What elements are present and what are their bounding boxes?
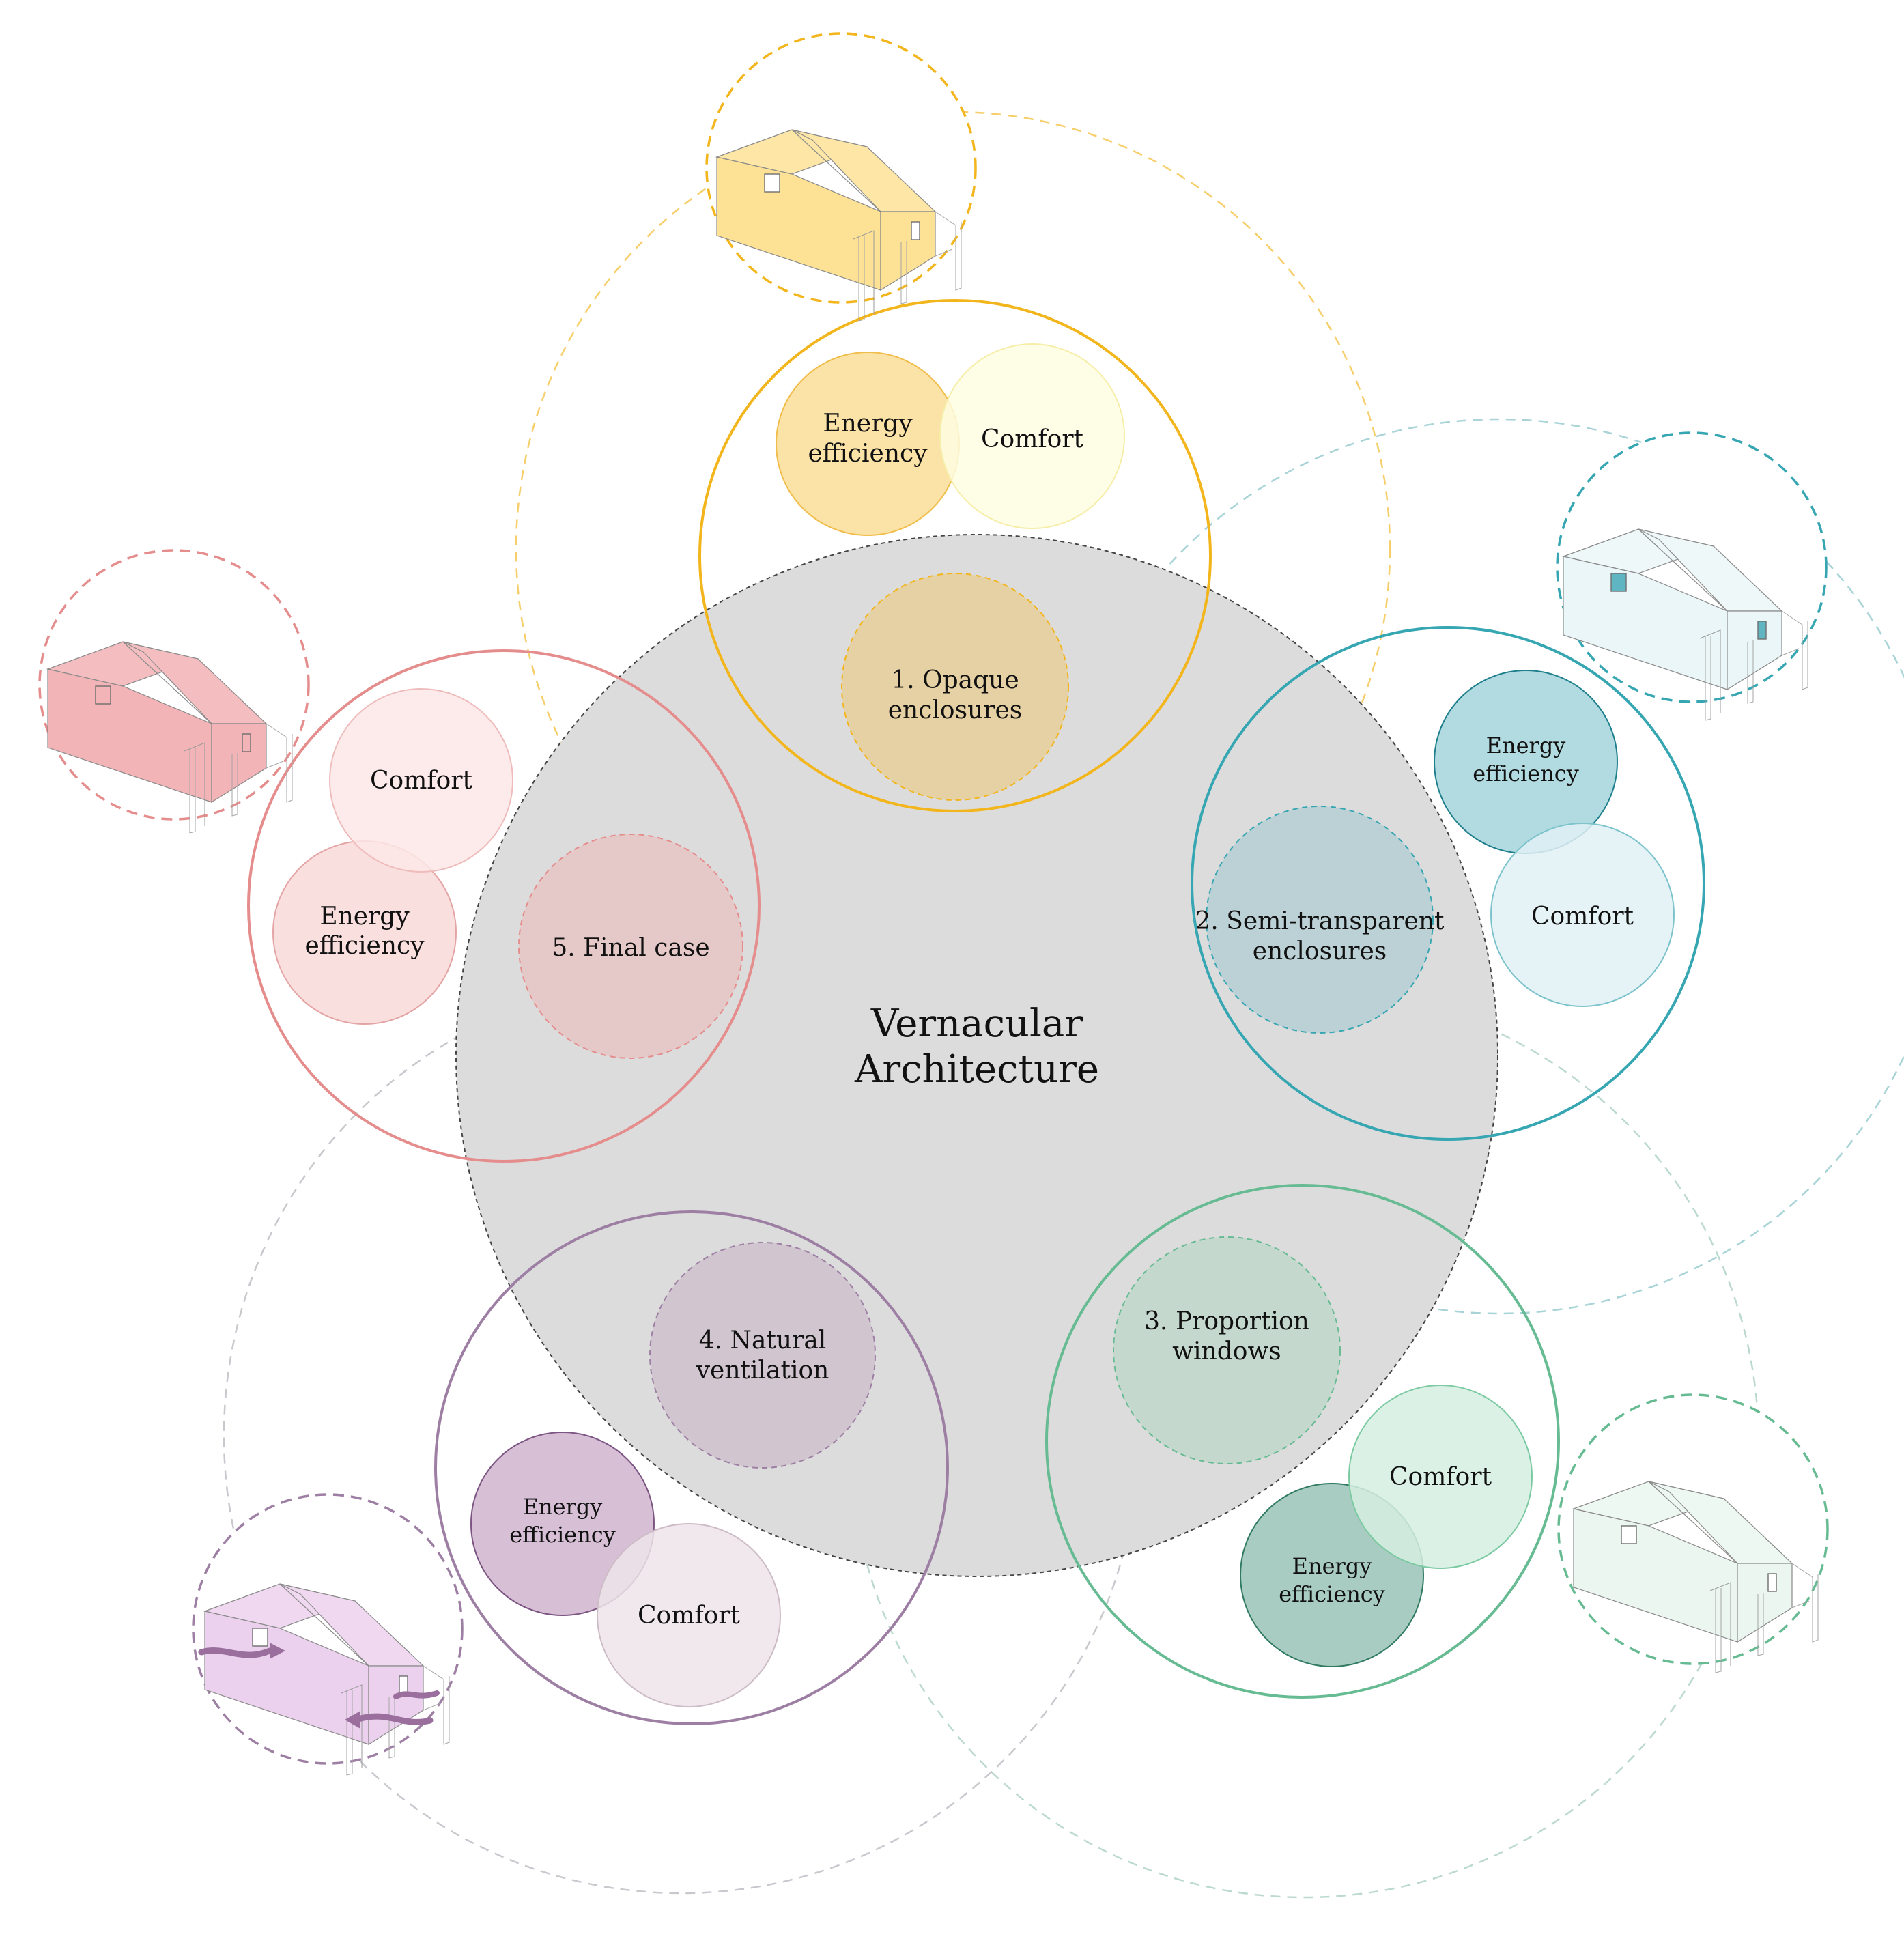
airflow-arrow [198, 1647, 273, 1658]
topic-circle [649, 1242, 876, 1469]
house-icon [1561, 528, 1808, 721]
center-title-line-2: Architecture [854, 1047, 1099, 1092]
airflow-arrowhead [345, 1711, 360, 1729]
center-title-line-1: Vernacular [870, 1002, 1083, 1046]
comfort-label: Comfort [1389, 1463, 1492, 1491]
house-window [95, 685, 111, 705]
theme-ring [698, 299, 1212, 812]
house-icon [46, 641, 293, 834]
house-window [1757, 621, 1767, 640]
topic-label: 2. Semi-transparent [1195, 907, 1445, 935]
house-window [242, 733, 251, 752]
house-icon [198, 1583, 450, 1776]
airflow-arrow [393, 1690, 440, 1699]
theme-ring [1191, 626, 1705, 1141]
house-window [1767, 1573, 1777, 1592]
topic-label: windows [1172, 1337, 1281, 1365]
energy-efficiency-label: efficiency [808, 440, 928, 468]
house-icon [1572, 1481, 1819, 1673]
topic-label: enclosures [1253, 937, 1387, 965]
energy-efficiency-label: Energy [319, 903, 410, 931]
topic-label: ventilation [696, 1357, 829, 1385]
topic-label: 5. Final case [552, 934, 709, 962]
house-window [764, 173, 780, 193]
airflow-arrowhead [270, 1643, 285, 1659]
center-label: Vernacular Architecture [854, 1002, 1099, 1092]
house-window [399, 1675, 408, 1694]
topic-circle [1113, 1236, 1341, 1464]
comfort-label: Comfort [1531, 903, 1634, 931]
topic-label: 1. Opaque [891, 666, 1019, 694]
comfort-label: Comfort [638, 1602, 741, 1630]
energy-efficiency-label: Energy [823, 410, 913, 438]
energy-efficiency-bubble [470, 1432, 655, 1616]
energy-efficiency-label: efficiency [1473, 761, 1579, 786]
topic-circle [1206, 806, 1434, 1034]
topic-label: 3. Proportion [1144, 1307, 1309, 1335]
house-window [252, 1628, 268, 1647]
energy-efficiency-label: efficiency [509, 1522, 616, 1548]
house-window [1621, 1525, 1637, 1544]
theme-ring [434, 1210, 949, 1725]
house-window [911, 221, 920, 240]
comfort-label: Comfort [981, 425, 1084, 453]
theme-ring [247, 649, 761, 1163]
energy-efficiency-label: efficiency [304, 932, 425, 960]
energy-efficiency-label: Energy [1486, 733, 1566, 758]
topic-label: enclosures [888, 696, 1023, 724]
comfort-bubble [939, 343, 1125, 529]
energy-efficiency-label: Energy [523, 1494, 603, 1520]
comfort-bubble [1490, 823, 1675, 1007]
topic-circle [518, 834, 743, 1059]
guide-ring-opaque [515, 111, 1391, 987]
comfort-bubble [597, 1523, 781, 1707]
airflow-arrow [355, 1713, 434, 1725]
energy-efficiency-label: efficiency [1279, 1581, 1385, 1607]
house-window [1610, 573, 1627, 592]
energy-efficiency-label: Energy [1292, 1553, 1372, 1579]
comfort-bubble [1348, 1385, 1533, 1569]
topic-label: 4. Natural [699, 1327, 827, 1355]
comfort-label: Comfort [370, 767, 473, 795]
house-icon [715, 129, 962, 322]
topic-circle [841, 573, 1069, 801]
theme-ring [1045, 1184, 1560, 1699]
comfort-bubble [329, 688, 513, 873]
